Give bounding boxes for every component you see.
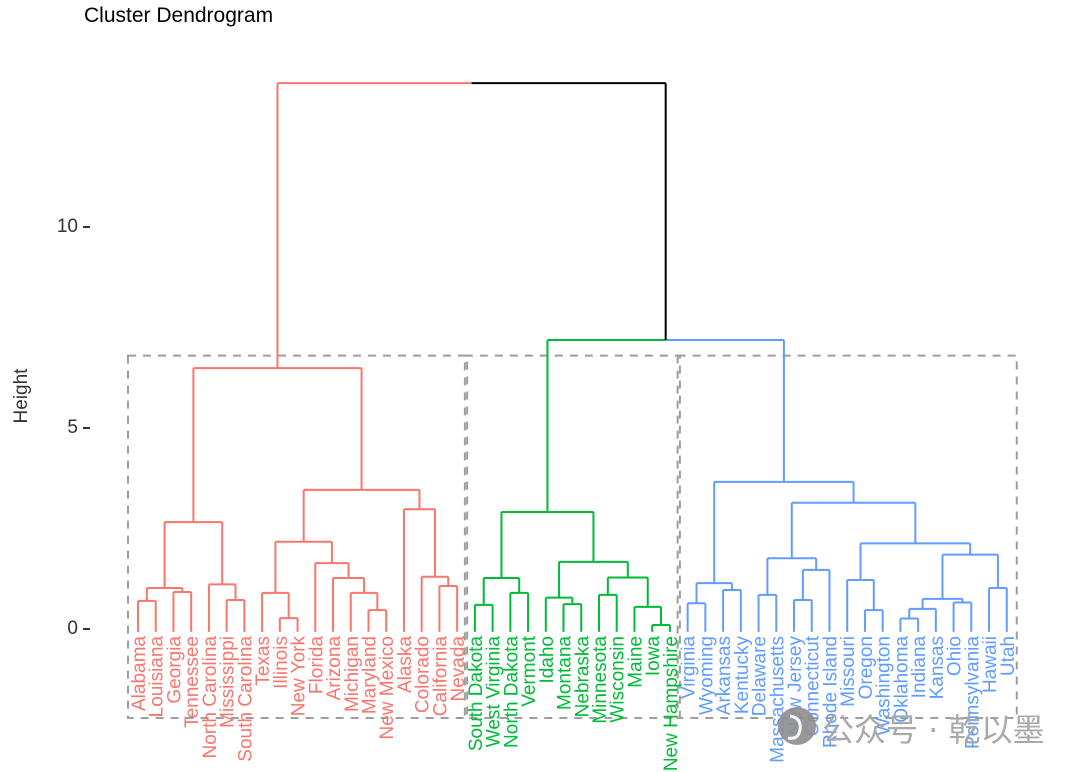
leaf-label-virginia: Virginia [679,636,700,699]
leaf-label-pennsylvania: Pennsylvania [962,636,983,749]
leaf-label-michigan: Michigan [342,636,363,712]
leaf-label-indiana: Indiana [909,636,930,699]
leaf-label-west-virginia: West Virginia [484,636,505,748]
watermark-logo-swirl-icon [787,714,802,740]
leaf-label-alaska: Alaska [395,636,416,693]
leaf-label-new-york: New York [289,636,310,717]
watermark-logo-icon [778,707,816,745]
y-tick-label-0: 0 [67,618,78,639]
leaf-label-nebraska: Nebraska [572,636,593,718]
leaf-label-north-carolina: North Carolina [200,636,221,759]
leaf-label-montana: Montana [555,636,576,710]
leaf-label-new-hampshire: New Hampshire [661,636,682,771]
leaf-label-louisiana: Louisiana [147,636,168,718]
leaf-label-minnesota: Minnesota [590,636,611,724]
leaf-label-mississippi: Mississippi [218,636,239,728]
leaf-label-wisconsin: Wisconsin [608,636,629,723]
leaf-label-georgia: Georgia [164,636,185,704]
y-tick-label-5: 5 [67,417,78,438]
y-tick-mark [83,628,90,630]
leaf-label-maine: Maine [625,636,646,688]
leaf-label-alabama: Alabama [129,636,150,711]
leaf-label-hawaii: Hawaii [980,636,1001,693]
leaf-label-nevada: Nevada [448,636,469,702]
leaf-label-washington: Washington [874,636,895,736]
leaf-label-arizona: Arizona [324,636,345,701]
leaf-label-north-dakota: North Dakota [501,636,522,748]
leaf-label-wyoming: Wyoming [696,636,717,715]
cluster-box-3 [676,354,1018,719]
leaf-label-texas: Texas [253,636,274,686]
leaf-label-kansas: Kansas [927,636,948,699]
leaf-label-delaware: Delaware [750,636,771,716]
leaf-label-florida: Florida [306,636,327,695]
leaf-label-new-mexico: New Mexico [377,636,398,739]
y-tick-label-10: 10 [56,216,78,237]
leaf-label-rhode-island: Rhode Island [820,636,841,748]
leaf-label-iowa: Iowa [643,636,664,677]
leaf-label-south-dakota: South Dakota [466,636,487,752]
leaf-label-utah: Utah [998,636,1019,676]
watermark-text: 公众号 · 乾以墨 [822,711,1045,749]
leaf-label-missouri: Missouri [838,636,859,707]
leaf-label-vermont: Vermont [519,635,540,706]
leaf-label-tennessee: Tennessee [182,636,203,728]
cluster-box-2 [463,354,681,719]
y-tick-mark [83,427,90,429]
leaf-label-arkansas: Arkansas [714,636,735,715]
leaf-label-ohio: Ohio [945,636,966,676]
leaf-label-kentucky: Kentucky [732,636,753,715]
leaf-label-oklahoma: Oklahoma [891,636,912,723]
y-tick-mark [83,226,90,228]
cluster-box-1 [127,354,469,719]
leaf-label-south-carolina: South Carolina [235,636,256,762]
leaf-label-colorado: Colorado [413,636,434,713]
leaf-label-oregon: Oregon [856,636,877,699]
leaf-label-maryland: Maryland [359,636,380,714]
leaf-label-illinois: Illinois [271,636,292,689]
page-title: Cluster Dendrogram [84,4,274,27]
y-axis-title: Height [11,368,32,424]
leaf-label-idaho: Idaho [537,636,558,684]
leaf-label-california: California [430,636,451,717]
